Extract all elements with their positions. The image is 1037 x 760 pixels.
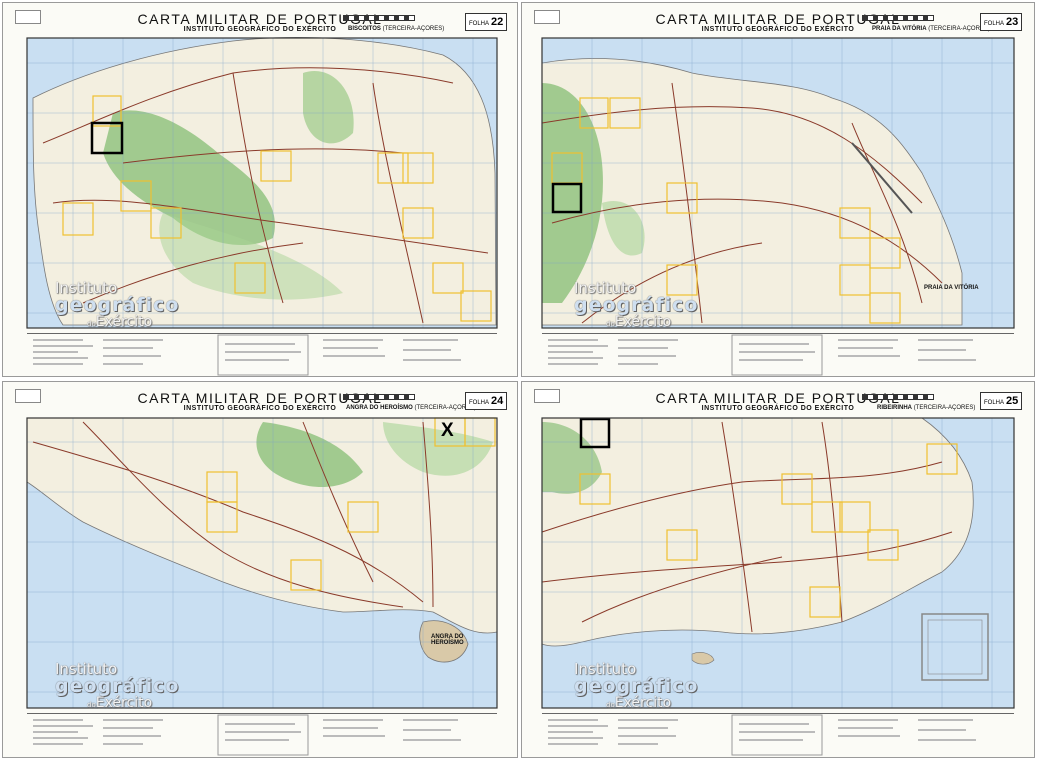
- vegetation-area: [542, 422, 602, 494]
- sheet-subtitle: INSTITUTO GEOGRÁFICO DO EXÉRCITO: [183, 26, 337, 33]
- vegetation-area: [103, 110, 275, 246]
- map-sheet-25: CARTA MILITAR DE PORTUGAL INSTITUTO GEOG…: [521, 381, 1035, 758]
- sheet-name: PRAIA DA VITÓRIA (TERCEIRA-AÇORES): [872, 26, 990, 32]
- map-frame: [541, 417, 1015, 709]
- highlight-boxes: [62, 95, 492, 322]
- legend-strip: [542, 713, 1014, 756]
- map-grid: [27, 418, 497, 708]
- sheet-header: CARTA MILITAR DE PORTUGAL INSTITUTO GEOG…: [522, 3, 1034, 39]
- map-sheet-23-drawing: [541, 37, 1015, 376]
- sheet-name: ANGRA DO HEROÍSMO (TERCEIRA-AÇORES): [346, 405, 477, 411]
- corner-index-box: [534, 10, 560, 24]
- folha-number: 24: [491, 395, 504, 407]
- map-grid: [542, 418, 1014, 708]
- town-label: ANGRA DO HEROÍSMO: [431, 634, 464, 646]
- sheet-name: BISCOITOS (TERCEIRA-AÇORES): [348, 26, 445, 32]
- sheet-subtitle: INSTITUTO GEOGRÁFICO DO EXÉRCITO: [183, 405, 337, 412]
- sheet-subtitle: INSTITUTO GEOGRÁFICO DO EXÉRCITO: [701, 405, 855, 412]
- road-network: [32, 421, 434, 608]
- scale-bar: [343, 394, 415, 400]
- map-grid: [542, 38, 1014, 328]
- corner-index-box: [534, 389, 560, 403]
- map-sheet-22-drawing: [26, 37, 498, 376]
- vegetation-area-2: [602, 201, 645, 256]
- map-frame: [26, 37, 498, 329]
- black-highlight-box: [90, 121, 124, 155]
- inset-frame: [921, 613, 989, 681]
- watermark-logo: Instituto geográfico doExército: [574, 279, 699, 330]
- sheet-header: CARTA MILITAR DE PORTUGAL INSTITUTO GEOG…: [3, 382, 517, 418]
- sheet-subtitle: INSTITUTO GEOGRÁFICO DO EXÉRCITO: [701, 26, 855, 33]
- folha-number: 25: [1006, 395, 1019, 407]
- sheet-title: CARTA MILITAR DE PORTUGAL: [137, 11, 383, 27]
- sheet-header: CARTA MILITAR DE PORTUGAL INSTITUTO GEOG…: [522, 382, 1034, 418]
- sheet-header: CARTA MILITAR DE PORTUGAL INSTITUTO GEOG…: [3, 3, 517, 39]
- vegetation-area: [542, 83, 603, 303]
- black-highlight-box: [551, 182, 583, 214]
- scale-bar: [343, 15, 415, 21]
- monte-brasil-peninsula: [419, 620, 469, 663]
- road-network: [541, 82, 943, 324]
- map-sheet-25-drawing: [541, 417, 1015, 756]
- sheet-title: CARTA MILITAR DE PORTUGAL: [655, 390, 901, 406]
- map-frame: [541, 37, 1015, 329]
- vegetation-area-2: [303, 71, 354, 144]
- x-marker: X: [441, 420, 454, 441]
- sheet-name: RIBEIRINHA (TERCEIRA-AÇORES): [877, 405, 976, 411]
- airfield-strip: [851, 142, 913, 214]
- highlight-boxes: [579, 443, 958, 618]
- watermark-logo: Instituto geográfico doExército: [55, 279, 180, 330]
- map-sheet-23: CARTA MILITAR DE PORTUGAL INSTITUTO GEOG…: [521, 2, 1035, 377]
- watermark-logo: Instituto geográfico doExército: [574, 660, 699, 711]
- legend-strip: [542, 333, 1014, 376]
- watermark-logo: Instituto geográfico doExército: [55, 660, 180, 711]
- map-frame: [26, 417, 498, 709]
- sheet-title: CARTA MILITAR DE PORTUGAL: [137, 390, 383, 406]
- legend-strip: [27, 713, 497, 756]
- road-network: [541, 421, 953, 633]
- vegetation-area: [256, 422, 363, 487]
- black-highlight-box: [579, 417, 611, 449]
- corner-index-box: [15, 10, 41, 24]
- map-sheet-24: CARTA MILITAR DE PORTUGAL INSTITUTO GEOG…: [2, 381, 518, 758]
- highlight-boxes: [551, 97, 901, 324]
- vegetation-area-3: [159, 213, 343, 300]
- small-islet: [691, 652, 715, 665]
- town-label: PRAIA DA VITÓRIA: [924, 285, 979, 291]
- folha-number: 22: [491, 16, 504, 28]
- folha-number: 23: [1006, 16, 1019, 28]
- sheet-title: CARTA MILITAR DE PORTUGAL: [655, 11, 901, 27]
- legend-strip: [27, 333, 497, 376]
- scale-bar: [862, 15, 934, 21]
- map-sheet-24-drawing: [26, 417, 498, 756]
- map-sheet-22: CARTA MILITAR DE PORTUGAL INSTITUTO GEOG…: [2, 2, 518, 377]
- scale-bar: [862, 394, 934, 400]
- corner-index-box: [15, 389, 41, 403]
